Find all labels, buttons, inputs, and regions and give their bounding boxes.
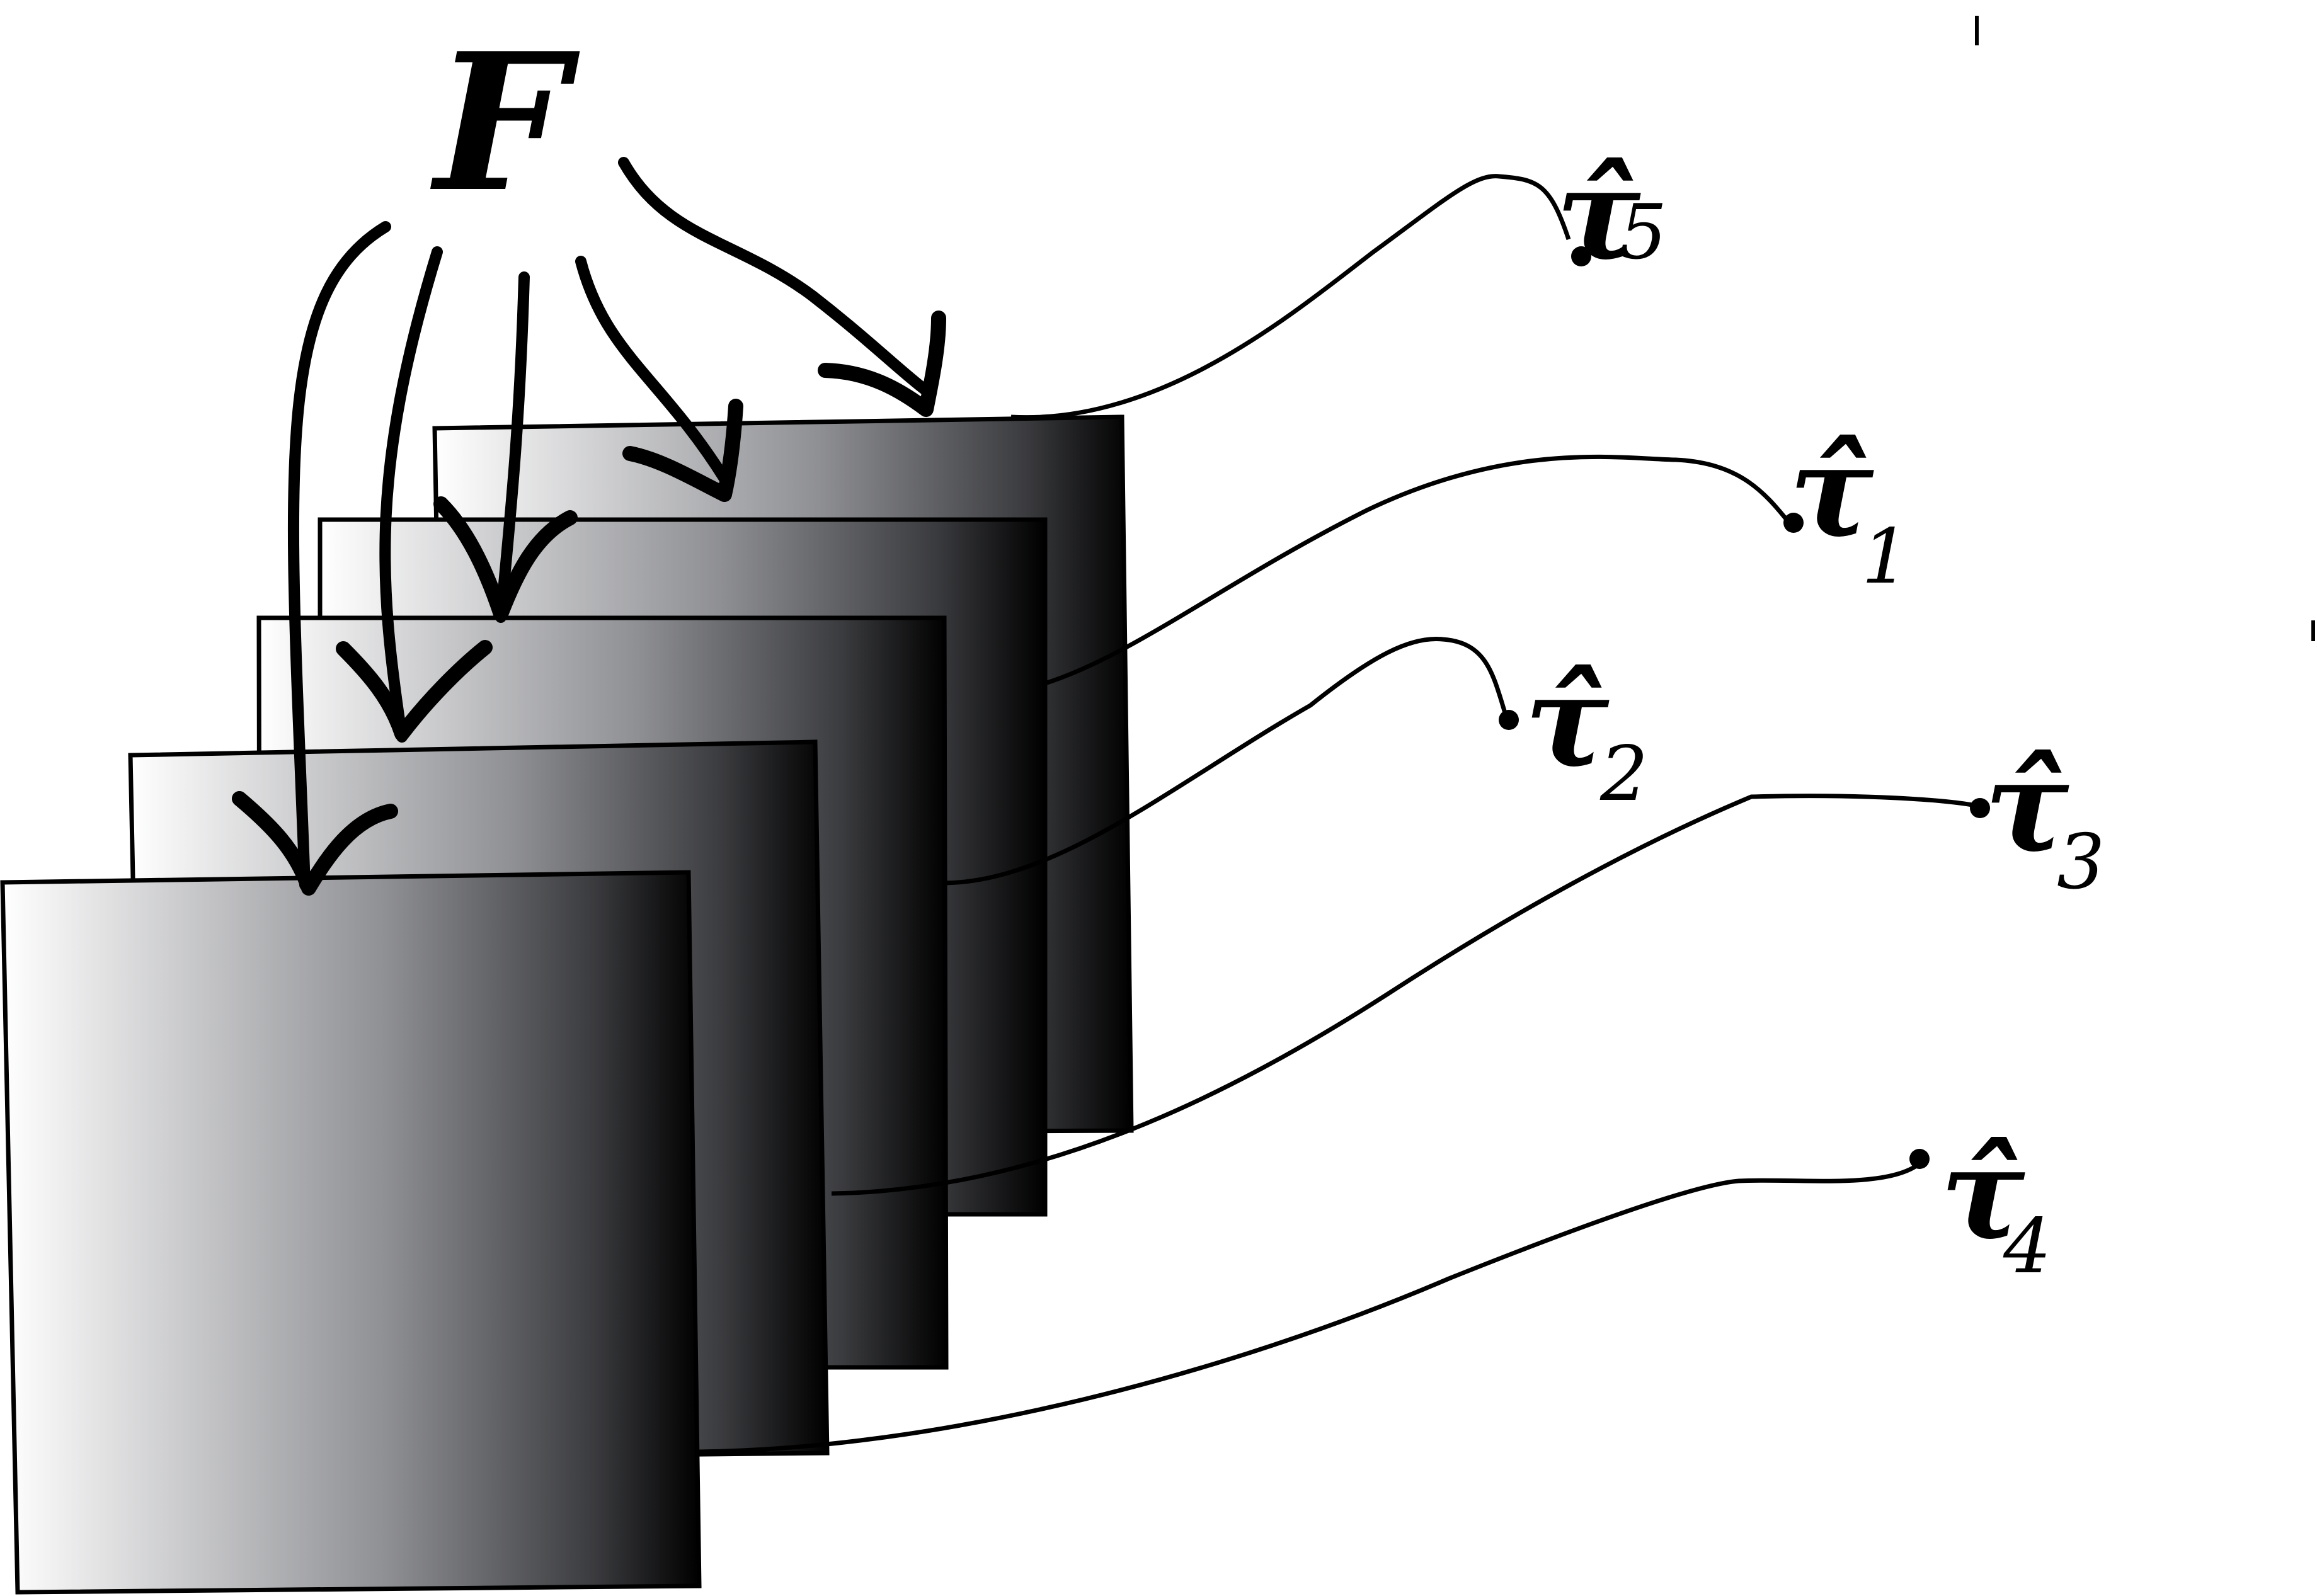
label-tau-1-sub: 1 (1862, 513, 1909, 601)
arrow-to-plane-1 (287, 221, 391, 891)
label-tau-1: τ̂ (1789, 418, 1874, 566)
label-tau-3: τ̂ (1984, 732, 2069, 881)
leader-dot-2 (1499, 710, 1519, 730)
leader-endpoints (1499, 246, 1990, 1169)
arrow-heads (232, 311, 946, 896)
label-tau-4: τ̂ (1940, 1120, 2025, 1268)
leader-3 (831, 794, 1979, 1196)
leader-4 (699, 1160, 1923, 1454)
arrow-to-plane-5 (618, 157, 932, 396)
arrow-to-plane-4 (575, 256, 730, 484)
leader-dot-3 (1970, 798, 1990, 818)
arrowhead-1 (232, 791, 398, 896)
arrowhead-3 (433, 496, 578, 622)
arrowhead-4 (622, 399, 743, 502)
plane-stack (0, 414, 1134, 1595)
label-tau-3-sub: 3 (2057, 819, 2105, 906)
label-tau-5-sub: 5 (1619, 189, 1667, 276)
arrow-to-plane-2 (379, 246, 443, 743)
leader-5 (1010, 174, 1571, 420)
arrowhead-2 (336, 640, 493, 741)
stray-marks (1975, 16, 2315, 641)
arrow-to-plane-3 (495, 271, 530, 623)
plane-front-1 (0, 870, 702, 1595)
label-tau-5: τ̂ (1556, 140, 1641, 288)
leader-dot-5 (1571, 246, 1591, 266)
source-arrows (287, 157, 932, 891)
leader-dot-4 (1909, 1149, 1930, 1169)
layer-labels: τ̂ 5 τ̂ 1 τ̂ 2 τ̂ 3 τ̂ 4 (1525, 140, 2105, 1291)
leader-1 (1044, 454, 1791, 686)
label-tau-2: τ̂ (1525, 647, 1610, 795)
arrowhead-5 (818, 311, 946, 417)
label-tau-2-sub: 2 (1599, 731, 1648, 818)
leader-2 (944, 636, 1508, 886)
leader-dot-1 (1783, 513, 1804, 533)
source-symbol-f: F (429, 11, 583, 234)
label-tau-4-sub: 4 (2003, 1203, 2051, 1291)
leader-lines (699, 174, 1979, 1454)
